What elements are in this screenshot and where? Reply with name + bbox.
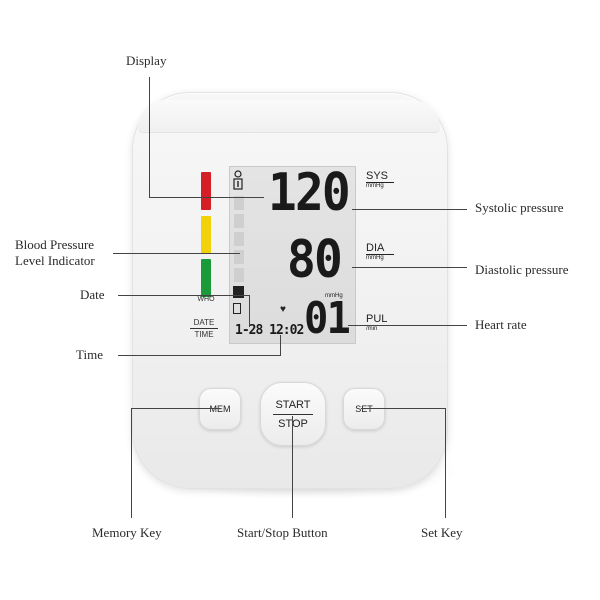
pul-unit: /min — [366, 326, 378, 332]
level-bar-green — [201, 259, 211, 297]
callout-bp-level-line2: Level Indicator — [15, 253, 95, 268]
lcd-display — [229, 166, 356, 344]
sys-label: SYS — [366, 170, 389, 182]
memory-button[interactable]: MEM — [199, 388, 241, 430]
sys-unit-rule — [366, 182, 394, 183]
lcd-level-segment — [234, 268, 244, 282]
lcd-level-segment — [234, 214, 244, 228]
pulse-value: 01 — [304, 293, 351, 344]
callout-bp-level-line1: Blood Pressure — [15, 237, 95, 252]
level-bar-yellow — [201, 216, 211, 254]
start-stop-divider — [273, 413, 313, 415]
memory-indicator-icon — [233, 286, 244, 298]
leader-line — [149, 77, 150, 198]
leader-line — [113, 253, 240, 254]
lcd-mmhg-label: mmHg — [325, 293, 343, 299]
callout-bp-level: Blood Pressure Level Indicator — [15, 237, 95, 269]
callout-time: Time — [76, 347, 103, 362]
leader-line — [118, 295, 250, 296]
leader-line — [118, 355, 281, 356]
callout-diastolic: Diastolic pressure — [475, 262, 569, 277]
user-icon — [233, 170, 243, 190]
sys-unit-block: SYS mmHg — [366, 171, 394, 190]
leader-line — [352, 267, 467, 268]
leader-line — [131, 408, 132, 518]
callout-display: Display — [126, 53, 167, 68]
diastolic-value: 80 — [287, 230, 343, 290]
leader-line — [149, 197, 264, 198]
date-time-label: DATE TIME — [188, 317, 220, 340]
date-time-divider — [190, 328, 218, 329]
set-button[interactable]: SET — [343, 388, 385, 430]
callout-start-stop: Start/Stop Button — [237, 525, 328, 540]
callout-heart-rate: Heart rate — [475, 317, 527, 332]
device-top-panel — [138, 100, 440, 133]
leader-line — [445, 408, 446, 518]
dia-label: DIA — [366, 242, 385, 254]
callout-systolic: Systolic pressure — [475, 200, 564, 215]
callout-date: Date — [80, 287, 105, 302]
start-stop-button[interactable]: START STOP — [260, 382, 326, 446]
who-label: WHO — [197, 296, 215, 303]
leader-line — [131, 408, 221, 409]
datetime-value: 1-28 12:02 — [235, 323, 304, 338]
date-label: DATE — [193, 318, 215, 327]
callout-set-key: Set Key — [421, 525, 463, 540]
leader-line — [352, 209, 467, 210]
heart-icon: ♥ — [280, 304, 286, 315]
time-label: TIME — [194, 330, 214, 339]
lcd-level-segment — [234, 232, 244, 246]
leader-line — [292, 416, 293, 518]
leader-line — [249, 295, 250, 327]
dia-unit-block: DIA mmHg — [366, 243, 394, 262]
leader-line — [361, 408, 445, 409]
pul-label: PUL — [366, 313, 388, 325]
dia-unit: mmHg — [366, 255, 384, 261]
start-label: START — [275, 398, 311, 411]
leader-line — [280, 335, 281, 356]
systolic-value: 120 — [268, 163, 351, 223]
callout-memory-key: Memory Key — [92, 525, 162, 540]
battery-icon — [233, 303, 241, 314]
pul-unit-block: PUL /min — [366, 314, 394, 333]
lcd-level-segment — [234, 250, 244, 264]
lcd-level-segment — [234, 196, 244, 210]
leader-line — [348, 325, 467, 326]
sys-unit: mmHg — [366, 183, 384, 189]
level-bar-red — [201, 172, 211, 210]
dia-unit-rule — [366, 254, 394, 255]
